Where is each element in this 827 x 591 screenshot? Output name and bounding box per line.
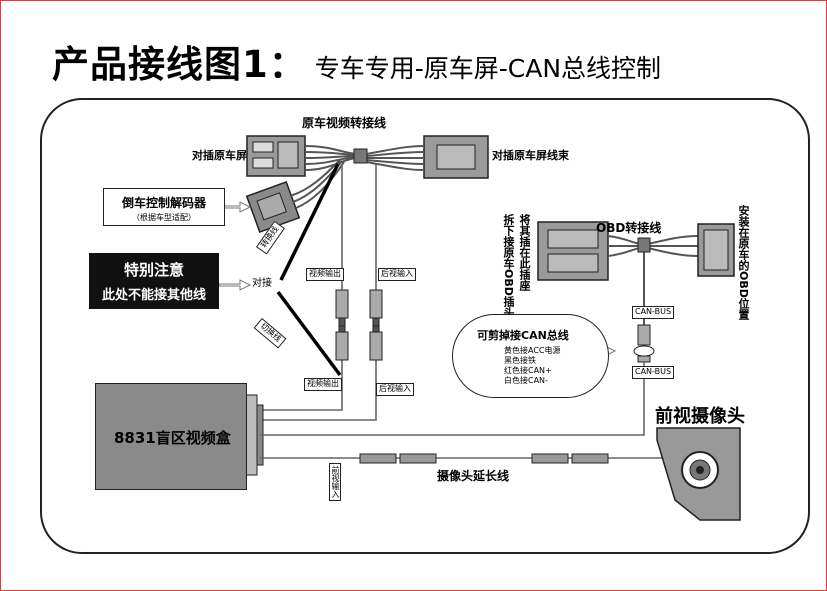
harness-connector-icon bbox=[423, 135, 489, 179]
can-bus-bottom-tag: CAN-BUS bbox=[632, 366, 675, 379]
rear-in-bottom-tag: 后视输入 bbox=[376, 383, 414, 396]
harness-label: 原车视频转接线 bbox=[302, 116, 387, 130]
title-sub: 专车专用-原车屏-CAN总线控制 bbox=[314, 54, 662, 83]
front-camera-icon bbox=[656, 427, 741, 521]
front-in-tag: 前视输入 bbox=[329, 463, 341, 501]
video-box-8831: 8831盲区视频盒 bbox=[95, 383, 247, 490]
can-line-2: 黑色接铁 bbox=[504, 356, 536, 365]
can-bus-top-tag: CAN-BUS bbox=[632, 306, 675, 319]
camera-wires bbox=[260, 362, 700, 459]
decoder-connector-icon bbox=[245, 181, 301, 233]
obd-harness-label: OBD转接线 bbox=[596, 221, 662, 235]
page-title: 产品接线图1：专车专用-原车屏-CAN总线控制 bbox=[52, 34, 661, 88]
video-out-top-tag: 视频输出 bbox=[306, 268, 344, 281]
screen-connector-icon bbox=[246, 135, 306, 177]
title-main: 产品接线图1： bbox=[52, 43, 307, 86]
extension-connector-icons bbox=[359, 453, 609, 464]
notice-line2: 此处不能接其他线 bbox=[101, 288, 206, 303]
video-out-bottom-tag: 视频输出 bbox=[304, 378, 342, 391]
rear-in-top-tag: 后视输入 bbox=[378, 268, 416, 281]
obd-wires bbox=[607, 235, 699, 345]
can-bus-box: 可剪掉接CAN总线 黄色接ACC电源 黑色接铁 红色接CAN+ 白色接CAN- bbox=[452, 314, 609, 398]
to-screen-harness-label: 对插原车屏线束 bbox=[492, 149, 569, 162]
decoder-subtitle: （根据车型适配） bbox=[132, 213, 196, 222]
harness-clamp bbox=[353, 148, 368, 164]
obd-connector-left-icon bbox=[537, 221, 609, 281]
obd-connector-right-icon bbox=[697, 223, 735, 277]
obd-clamp bbox=[637, 237, 651, 253]
decoder-box: 倒车控制解码器 （根据车型适配） bbox=[103, 188, 225, 226]
notice-box: 特别注意 此处不能接其他线 bbox=[89, 253, 219, 309]
can-bus-connector-icon bbox=[633, 324, 655, 363]
plug-text: 将其插在此插座 bbox=[518, 214, 531, 291]
notice-line1: 特别注意 bbox=[123, 261, 184, 279]
to-screen-label: 对插原车屏 bbox=[192, 149, 247, 162]
video-box-label: 8831盲区视频盒 bbox=[114, 429, 231, 447]
front-camera-label: 前视摄像头 bbox=[655, 406, 745, 427]
rca-connector-icons bbox=[335, 289, 383, 361]
remove-text: 拆下接原车OBD插头 bbox=[502, 214, 515, 318]
black-wires bbox=[276, 163, 342, 377]
diagram-panel bbox=[40, 98, 810, 554]
decoder-title: 倒车控制解码器 bbox=[121, 196, 206, 210]
extension-label: 摄像头延长线 bbox=[437, 469, 510, 483]
install-text: 安装在原车的OBD位置 bbox=[737, 205, 750, 320]
can-title: 可剪掉接CAN总线 bbox=[477, 329, 569, 342]
can-line-4: 白色接CAN- bbox=[504, 376, 548, 385]
connect-label: 对接 bbox=[252, 278, 272, 289]
can-line-3: 红色接CAN+ bbox=[504, 366, 552, 375]
can-line-1: 黄色接ACC电源 bbox=[504, 346, 561, 355]
